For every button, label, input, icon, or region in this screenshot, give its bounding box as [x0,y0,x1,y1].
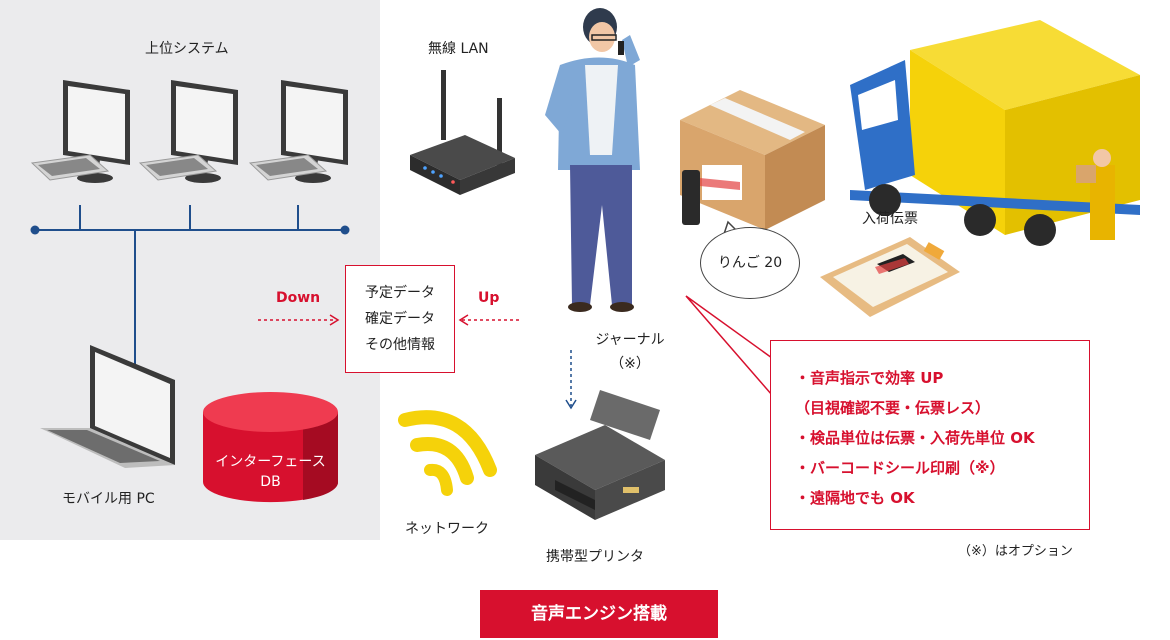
feature-list: ・音声指示で効率 UP （目視確認不要・伝票レス） ・検品単位は伝票・入荷先単位… [771,341,1089,513]
router-icon [410,70,515,195]
feature-item: ・検品単位は伝票・入荷先単位 OK [795,429,1035,447]
upper-system-label: 上位システム [145,41,229,57]
feature-item: ・遠隔地でも OK [795,489,915,507]
journal-label: ジャーナル （※） [590,328,670,376]
down-label: Down [276,290,321,306]
receipt-label: 入荷伝票 [862,211,918,227]
clipboard-icon [820,237,960,317]
desktop-pc-icon [30,80,130,183]
database-icon [203,392,339,503]
feature-item: （目視確認不要・伝票レス） [795,399,991,417]
option-note: （※）はオプション [958,544,1073,559]
speech-bubble: りんご 20 [700,227,800,299]
printer-label: 携帯型プリンタ [546,549,644,565]
journal-line2: （※） [610,356,650,372]
worker-icon [545,8,640,312]
feature-item: ・音声指示で効率 UP [795,369,944,387]
callout-pointer [685,295,773,396]
box-icon [680,90,825,230]
data-box-line: 確定データ [365,311,435,327]
data-box-line: その他情報 [365,337,435,353]
laptop-icon [40,345,175,468]
down-arrow [258,314,340,326]
wireless-lan-label: 無線 LAN [428,41,489,57]
desktop-pc-icon [138,80,238,183]
feature-item: ・バーコードシール印刷（※） [795,459,1005,477]
interface-db-line2: DB [260,474,281,490]
network-label: ネットワーク [405,521,489,537]
journal-line1: ジャーナル [595,332,665,348]
print-arrow [565,350,577,410]
wifi-icon [398,410,497,496]
interface-db-label: インターフェース DB [198,452,343,492]
up-label: Up [478,290,500,306]
data-box-line: 予定データ [365,285,435,301]
printer-icon [535,390,665,520]
voice-engine-button[interactable]: 音声エンジン搭載 [480,590,718,638]
up-arrow [458,314,522,326]
mobile-pc-label: モバイル用 PC [62,491,155,507]
desktop-pc-icon [248,80,348,183]
network-bus-line [30,205,350,365]
truck-icon [850,20,1140,246]
data-box: 予定データ 確定データ その他情報 [345,265,455,373]
interface-db-line1: インターフェース [215,454,326,470]
feature-list-box: ・音声指示で効率 UP （目視確認不要・伝票レス） ・検品単位は伝票・入荷先単位… [770,340,1090,530]
